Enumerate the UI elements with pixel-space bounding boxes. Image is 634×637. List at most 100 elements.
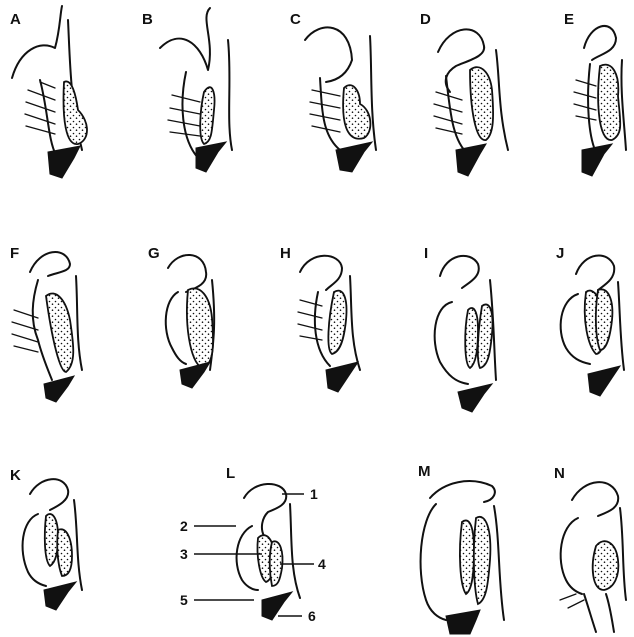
palate-outline-e (584, 26, 616, 60)
palate-outline-j (576, 256, 614, 290)
black-structure-i (458, 384, 492, 412)
palate-outline-h (300, 256, 342, 290)
stippled-mass-e (598, 65, 620, 140)
callout-6: 6 (308, 608, 316, 624)
stippled-mass-j-right (596, 289, 613, 350)
oral-cavity-outline-g (166, 292, 186, 364)
stippled-mass-c (343, 85, 370, 139)
palate-outline-c (305, 27, 352, 82)
pharyngeal-wall-b (228, 40, 232, 150)
palate-outline-n (572, 482, 618, 516)
stippled-mass-i-left (465, 308, 478, 368)
panel-a: A (10, 6, 87, 178)
tongue-hatching-e (574, 80, 596, 120)
palate-outline-b (160, 8, 210, 70)
black-structure-m (446, 610, 480, 634)
palate-outline-f (30, 252, 70, 276)
stippled-mass-b (200, 87, 214, 144)
palate-outline-m (430, 481, 495, 502)
panel-label-b: B (142, 11, 153, 28)
panel-label-a: A (10, 11, 21, 28)
palate-outline-l (244, 484, 286, 536)
callout-5: 5 (180, 592, 188, 608)
pharyngeal-wall-j (618, 282, 624, 370)
pharyngeal-wall-c (370, 36, 376, 150)
palate-outline-i (440, 256, 479, 288)
panel-label-l: L (226, 465, 235, 482)
tongue-hatching-a (25, 82, 55, 134)
stippled-mass-m-right (474, 517, 491, 604)
black-structure-d (456, 144, 486, 176)
stippled-mass-h (328, 291, 346, 354)
pharyngeal-wall-d (496, 50, 508, 150)
stippled-mass-m-left (460, 520, 474, 594)
tongue-outline-c (320, 78, 340, 150)
panel-f: F (10, 245, 82, 402)
tongue-outline-d (446, 76, 468, 154)
black-structure-j (588, 366, 620, 396)
oral-cavity-outline-m (421, 504, 446, 620)
oral-cavity-outline-l (237, 526, 258, 590)
panel-g: G (148, 245, 214, 388)
callout-2: 2 (180, 518, 188, 534)
black-structure-c (336, 142, 372, 172)
panel-d: D (420, 11, 508, 176)
oral-cavity-outline-k (23, 514, 46, 586)
black-structure-e (582, 144, 612, 176)
stippled-mass-d (470, 67, 493, 140)
oral-cavity-outline-n (561, 518, 582, 594)
panel-label-i: I (424, 245, 428, 262)
panel-label-k: K (10, 467, 21, 484)
pharyngeal-wall-h (350, 276, 360, 370)
stippled-mass-k-right (57, 529, 72, 576)
panel-h: H (280, 245, 360, 392)
panel-label-f: F (10, 245, 19, 262)
pharyngeal-wall-n (620, 508, 626, 600)
panel-n: N (554, 465, 626, 632)
lower-outline-n (584, 594, 614, 632)
stippled-mass-f (46, 293, 73, 372)
pharyngeal-wall-l (290, 504, 300, 598)
panel-label-m: M (418, 463, 431, 480)
pharyngeal-wall-k (74, 500, 82, 590)
panel-label-h: H (280, 245, 291, 262)
panel-e: E (564, 11, 626, 176)
pharyngeal-wall-f (76, 276, 82, 370)
tongue-hatching-h (298, 300, 322, 340)
oral-cavity-outline-i (435, 302, 468, 384)
pharyngeal-wall-e (621, 60, 626, 150)
callout-4: 4 (318, 556, 326, 572)
panel-label-n: N (554, 465, 565, 482)
panel-m: M (418, 463, 504, 634)
panel-label-d: D (420, 11, 431, 28)
panel-label-g: G (148, 245, 160, 262)
black-structure-b (196, 142, 226, 172)
panel-c: C (290, 11, 376, 172)
callout-1: 1 (310, 486, 318, 502)
palate-outline-k (30, 479, 68, 510)
stippled-mass-i-right (478, 304, 493, 368)
panel-l: L 1 2 3 4 5 6 (180, 465, 326, 624)
panel-label-j: J (556, 245, 564, 262)
panel-label-e: E (564, 11, 574, 28)
callout-3: 3 (180, 546, 188, 562)
panel-k: K (10, 467, 82, 610)
palate-outline-g (168, 255, 206, 292)
black-structure-g (180, 362, 210, 388)
stippled-mass-n (593, 541, 619, 590)
black-structure-a (48, 146, 80, 178)
stippled-mass-a (64, 81, 87, 144)
panel-i: I (424, 245, 496, 412)
panel-label-c: C (290, 11, 301, 28)
stippled-mass-g (187, 288, 213, 368)
tongue-hatching-n (560, 594, 584, 608)
panel-b: B (142, 8, 232, 172)
stippled-mass-k-left (45, 514, 58, 566)
black-structure-f (44, 376, 74, 402)
tongue-outline-b (183, 72, 200, 160)
tongue-outline-a (40, 80, 56, 155)
panel-j: J (556, 245, 624, 396)
pharyngeal-wall-m (494, 506, 504, 620)
black-structure-k (44, 582, 76, 610)
